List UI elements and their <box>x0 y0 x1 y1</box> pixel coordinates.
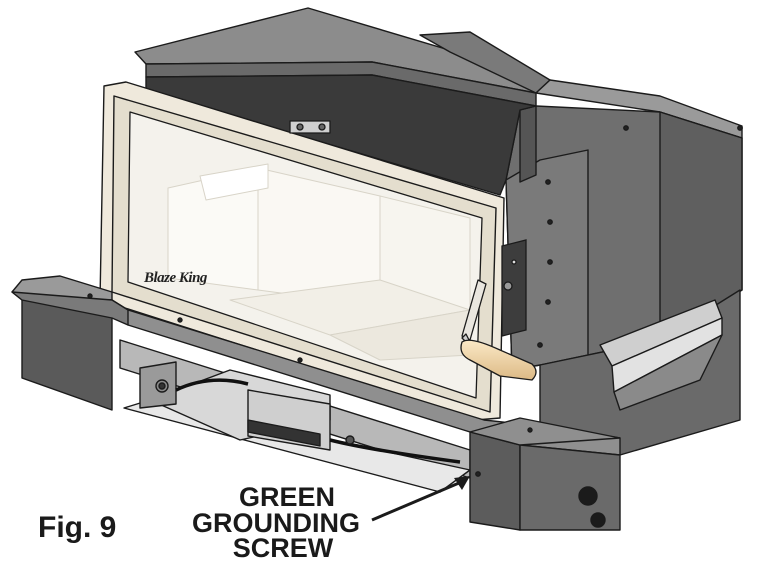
door-hinge <box>501 239 527 337</box>
right-side-body <box>505 105 743 456</box>
brand-logo: Blaze King <box>144 270 207 286</box>
top-shroud <box>134 7 743 139</box>
callout-text-line2: GROUNDING <box>192 508 360 538</box>
surround-panel <box>11 275 621 531</box>
callout-text-line1: GREEN <box>238 482 336 512</box>
callout-arrow <box>371 476 470 522</box>
callout-text-line3: SCREW <box>232 533 334 563</box>
door-handle <box>460 279 537 381</box>
figure-label: Fig. 9 <box>38 511 117 544</box>
